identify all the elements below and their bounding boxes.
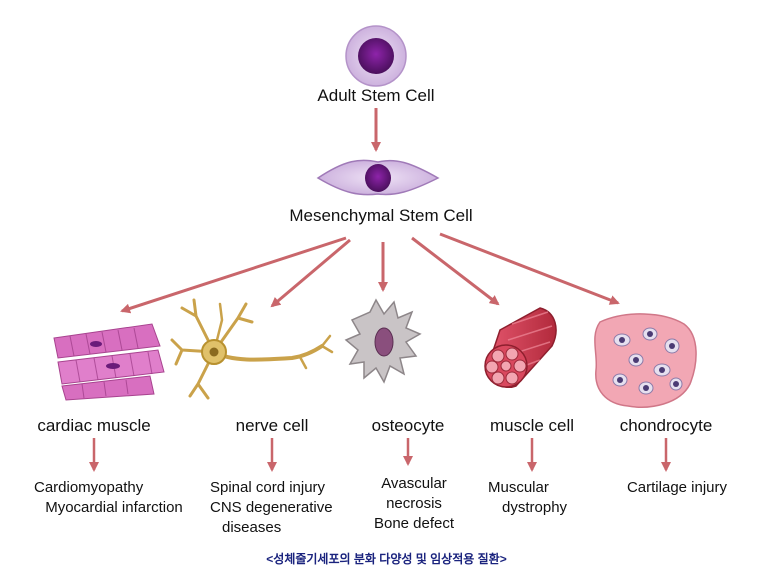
adult-stem-cell-label: Adult Stem Cell	[317, 86, 435, 105]
cell-type-chondrocyte: chondrocyte	[619, 416, 713, 435]
disease-list-nerve-cell: Spinal cord injury CNS degenerative dise…	[210, 478, 370, 538]
osteocyte-icon	[344, 298, 422, 384]
cell-type-cardiac-muscle: cardiac muscle	[37, 416, 151, 435]
disease-item: Myocardial infarction	[45, 499, 183, 516]
mesenchymal-stem-cell-icon	[316, 159, 440, 196]
disease-list-muscle-cell: Muscular dystrophy	[484, 478, 580, 518]
disease-item: CNS degenerative	[210, 499, 333, 516]
arrow-to-muscle-cell	[411, 236, 500, 306]
disease-item: necrosis	[386, 495, 442, 512]
cell-type-nerve-cell: nerve cell	[235, 416, 309, 435]
cell-type-osteocyte: osteocyte	[371, 416, 445, 435]
disease-list-osteocyte: Avascular necrosis Bone defect	[364, 474, 464, 534]
disease-list-cardiac-muscle: Cardiomyopathy Myocardial infarction	[24, 478, 204, 518]
disease-item: Cardiomyopathy	[34, 479, 144, 496]
disease-item: Bone defect	[373, 515, 455, 532]
disease-item: dystrophy	[502, 499, 568, 516]
disease-item: Cartilage injury	[626, 479, 728, 496]
arrow-to-cardiac-muscle	[120, 236, 347, 314]
arrow-to-nerve-cell	[270, 238, 351, 308]
cell-type-muscle-cell: muscle cell	[489, 416, 575, 435]
chondrocyte-icon	[594, 313, 697, 408]
muscle-cell-icon	[484, 307, 557, 389]
figure-caption: <성체줄기세포의 분화 다양성 및 임상적용 질환>	[266, 552, 507, 566]
disease-item: diseases	[222, 519, 282, 536]
arrow-to-chondrocyte	[439, 232, 620, 305]
adult-stem-cell-icon	[345, 25, 407, 87]
disease-item: Spinal cord injury	[210, 479, 326, 496]
disease-item: Muscular	[488, 479, 549, 496]
cardiac-muscle-icon	[53, 323, 165, 401]
disease-item: Avascular	[381, 475, 447, 492]
nerve-cell-icon	[170, 298, 334, 400]
disease-list-chondrocyte: Cartilage injury	[612, 478, 742, 498]
mesenchymal-stem-cell-label: Mesenchymal Stem Cell	[289, 206, 473, 225]
